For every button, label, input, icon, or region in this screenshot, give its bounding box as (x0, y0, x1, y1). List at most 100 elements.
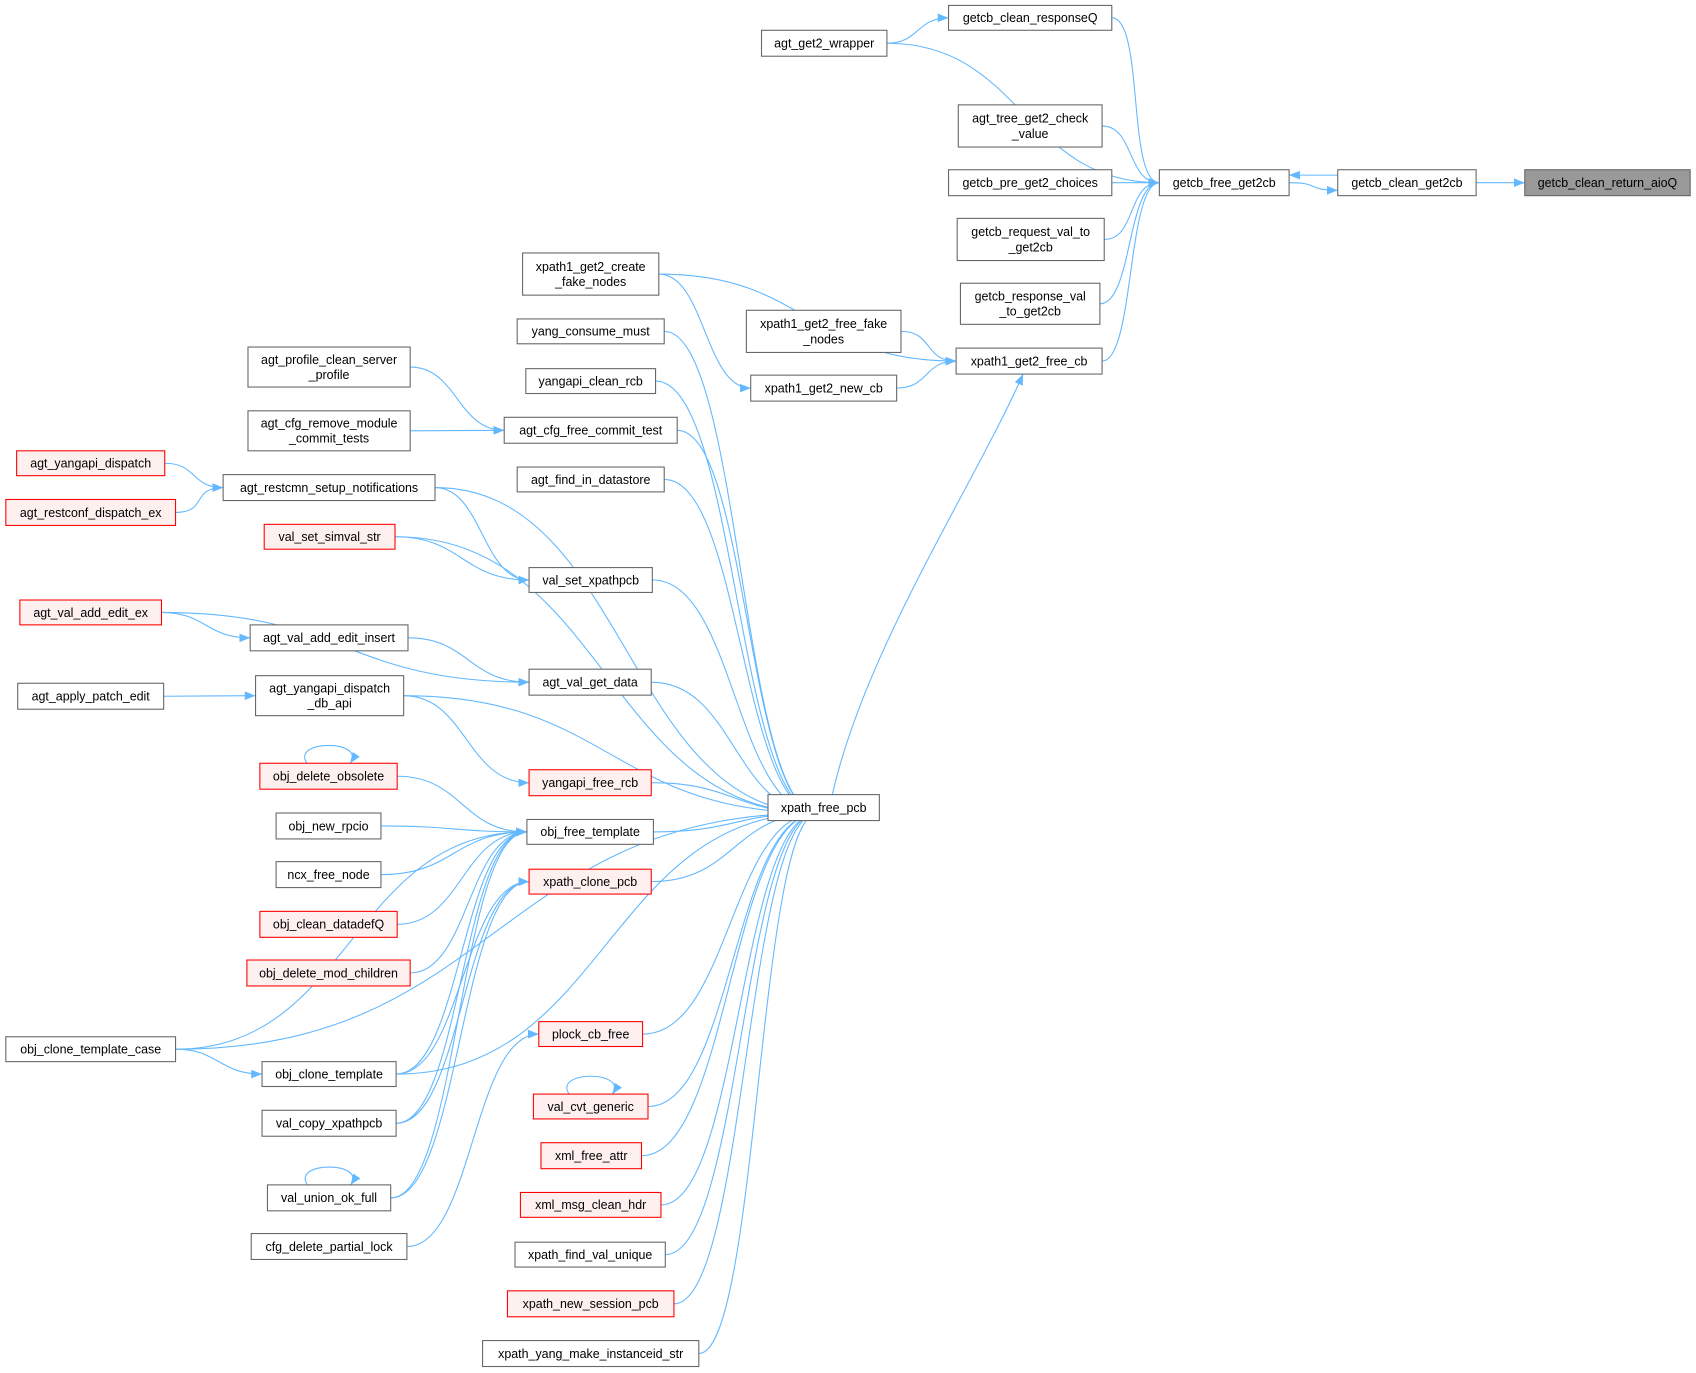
edge-obj_clone_template-to-obj_free_template (396, 827, 527, 1075)
edge-agt_restcmn_setup_notifications-to-xpath_free_pcb (435, 487, 818, 818)
node-label: _to_get2cb (998, 305, 1061, 319)
node-xml_msg_clean_hdr[interactable]: xml_msg_clean_hdr (519, 1191, 662, 1218)
node-obj_new_rpcio[interactable]: obj_new_rpcio (275, 812, 382, 840)
node-box (522, 252, 660, 296)
node-agt_val_add_edit_insert[interactable]: agt_val_add_edit_insert (249, 624, 409, 652)
node-getcb_clean_return_aioQ[interactable]: getcb_clean_return_aioQ (1524, 169, 1691, 197)
edge-agt_cfg_free_commit_test-to-xpath_free_pcb (677, 429, 818, 818)
node-yangapi_clean_rcb[interactable]: yangapi_clean_rcb (525, 368, 657, 395)
node-xpath_find_val_unique[interactable]: xpath_find_val_unique (514, 1241, 666, 1268)
node-val_union_ok_full[interactable]: val_union_ok_full (266, 1184, 392, 1212)
node-yang_consume_must[interactable]: yang_consume_must (516, 318, 665, 345)
node-agt_cfg_remove_module_commit_tests[interactable]: agt_cfg_remove_module_commit_tests (247, 410, 411, 452)
node-label: obj_free_template (540, 825, 640, 839)
node-box (760, 29, 888, 57)
edge-xpath_new_session_pcb-to-xpath_free_pcb (673, 808, 818, 1305)
node-getcb_request_val_to_get2cb[interactable]: getcb_request_val_to_get2cb (956, 217, 1105, 262)
node-label: plock_cb_free (552, 1027, 629, 1041)
node-agt_val_add_edit_ex[interactable]: agt_val_add_edit_ex (19, 599, 163, 626)
node-cfg_delete_partial_lock[interactable]: cfg_delete_partial_lock (250, 1232, 408, 1261)
node-val_copy_xpathpcb[interactable]: val_copy_xpathpcb (261, 1109, 397, 1137)
node-getcb_pre_get2_choices[interactable]: getcb_pre_get2_choices (948, 169, 1113, 197)
node-agt_yangapi_dispatch_db_api[interactable]: agt_yangapi_dispatch_db_api (255, 675, 405, 717)
node-getcb_free_get2cb[interactable]: getcb_free_get2cb (1158, 169, 1290, 197)
node-getcb_clean_get2cb[interactable]: getcb_clean_get2cb (1337, 169, 1477, 197)
node-xpath1_get2_new_cb[interactable]: xpath1_get2_new_cb (750, 374, 898, 402)
edge-agt_val_add_edit_ex-to-agt_val_add_edit_insert (161, 611, 251, 643)
edge-obj_clone_template-to-xpath_clone_pcb (396, 877, 530, 1075)
node-label: val_union_ok_full (281, 1191, 377, 1205)
node-val_cvt_generic[interactable]: val_cvt_generic (532, 1093, 649, 1120)
node-agt_cfg_free_commit_test[interactable]: agt_cfg_free_commit_test (503, 416, 678, 444)
node-box (261, 1061, 397, 1088)
node-obj_clone_template[interactable]: obj_clone_template (261, 1061, 397, 1088)
node-agt_yangapi_dispatch[interactable]: agt_yangapi_dispatch (16, 450, 166, 477)
edge-val_cvt_generic-to-val_cvt_generic (566, 1075, 622, 1095)
node-label: agt_get2_wrapper (774, 37, 874, 51)
node-label: agt_restcmn_setup_notifications (240, 481, 418, 495)
node-label: _fake_nodes (554, 275, 626, 289)
node-agt_profile_clean_server_profile[interactable]: agt_profile_clean_server_profile (247, 346, 411, 388)
edge-xml_free_attr-to-xpath_free_pcb (641, 808, 818, 1157)
edge-cfg_delete_partial_lock-to-plock_cb_free (406, 1029, 539, 1248)
node-box (250, 1232, 408, 1261)
edge-agt_val_add_edit_insert-to-agt_val_get_data (407, 637, 530, 687)
node-label: obj_delete_mod_children (259, 966, 398, 980)
node-label: _commit_tests (288, 432, 369, 446)
edge-val_set_xpathpcb-to-xpath_free_pcb (652, 579, 818, 818)
edge-xpath_find_val_unique-to-xpath_free_pcb (665, 808, 818, 1256)
node-getcb_response_val_to_get2cb[interactable]: getcb_response_val_to_get2cb (959, 282, 1101, 325)
node-label: val_copy_xpathpcb (276, 1117, 382, 1131)
node-label: val_set_simval_str (279, 530, 381, 544)
node-box (506, 1290, 675, 1318)
node-agt_get2_wrapper[interactable]: agt_get2_wrapper (760, 29, 888, 57)
node-xpath_new_session_pcb[interactable]: xpath_new_session_pcb (506, 1290, 675, 1318)
node-box (528, 567, 653, 593)
node-val_set_xpathpcb[interactable]: val_set_xpathpcb (528, 567, 653, 593)
node-yangapi_free_rcb[interactable]: yangapi_free_rcb (528, 769, 652, 797)
node-box (263, 523, 396, 550)
node-xpath1_get2_free_fake_nodes[interactable]: xpath1_get2_free_fake_nodes (745, 309, 902, 353)
node-ncx_free_node[interactable]: ncx_free_node (275, 861, 382, 889)
edge-obj_clone_template_case-to-obj_clone_template (175, 1048, 263, 1079)
node-xpath_yang_make_instanceid_str[interactable]: xpath_yang_make_instanceid_str (482, 1340, 700, 1368)
node-xpath_clone_pcb[interactable]: xpath_clone_pcb (528, 868, 652, 895)
node-label: agt_val_add_edit_insert (263, 631, 395, 645)
node-label: xpath_new_session_pcb (523, 1297, 659, 1311)
node-xpath1_get2_free_cb[interactable]: xpath1_get2_free_cb (955, 347, 1103, 375)
node-box (526, 818, 654, 845)
node-label: agt_cfg_remove_module (261, 417, 398, 431)
node-label: val_set_xpathpcb (542, 573, 639, 587)
node-label: agt_val_get_data (542, 676, 637, 690)
node-obj_clean_datadefQ[interactable]: obj_clean_datadefQ (259, 910, 398, 938)
node-label: obj_clone_template_case (20, 1043, 161, 1057)
node-getcb_clean_responseQ[interactable]: getcb_clean_responseQ (948, 4, 1113, 31)
node-agt_val_get_data[interactable]: agt_val_get_data (528, 668, 652, 696)
node-obj_delete_mod_children[interactable]: obj_delete_mod_children (246, 959, 411, 987)
node-obj_delete_obsolete[interactable]: obj_delete_obsolete (259, 762, 398, 790)
node-label: agt_profile_clean_server (261, 353, 397, 367)
node-agt_restconf_dispatch_ex[interactable]: agt_restconf_dispatch_ex (5, 498, 177, 526)
edge-agt_yangapi_dispatch_db_api-to-xpath_free_pcb (403, 695, 818, 818)
node-xpath1_get2_create_fake_nodes[interactable]: xpath1_get2_create_fake_nodes (522, 252, 660, 296)
node-obj_clone_template_case[interactable]: obj_clone_template_case (5, 1036, 177, 1063)
edge-xpath1_get2_free_fake_nodes-to-xpath1_get2_free_cb (900, 330, 957, 366)
edge-val_cvt_generic-to-xpath_free_pcb (647, 808, 818, 1108)
node-xpath_free_pcb[interactable]: xpath_free_pcb (767, 794, 880, 822)
node-agt_apply_patch_edit[interactable]: agt_apply_patch_edit (17, 682, 165, 710)
node-box (519, 1191, 662, 1218)
node-agt_find_in_datastore[interactable]: agt_find_in_datastore (516, 466, 665, 493)
node-label: getcb_clean_get2cb (1351, 176, 1462, 190)
node-box (514, 1241, 666, 1268)
node-agt_tree_get2_check_value[interactable]: agt_tree_get2_check_value (957, 104, 1103, 148)
node-obj_free_template[interactable]: obj_free_template (526, 818, 654, 845)
node-label: agt_yangapi_dispatch (269, 681, 390, 695)
node-val_set_simval_str[interactable]: val_set_simval_str (263, 523, 396, 550)
edge-obj_new_rpcio-to-obj_free_template (380, 825, 527, 837)
node-box (959, 282, 1101, 325)
edge-obj_delete_obsolete-to-obj_delete_obsolete (304, 744, 360, 764)
node-xml_free_attr[interactable]: xml_free_attr (540, 1142, 643, 1170)
node-plock_cb_free[interactable]: plock_cb_free (538, 1021, 644, 1048)
node-agt_restcmn_setup_notifications[interactable]: agt_restcmn_setup_notifications (222, 474, 436, 502)
